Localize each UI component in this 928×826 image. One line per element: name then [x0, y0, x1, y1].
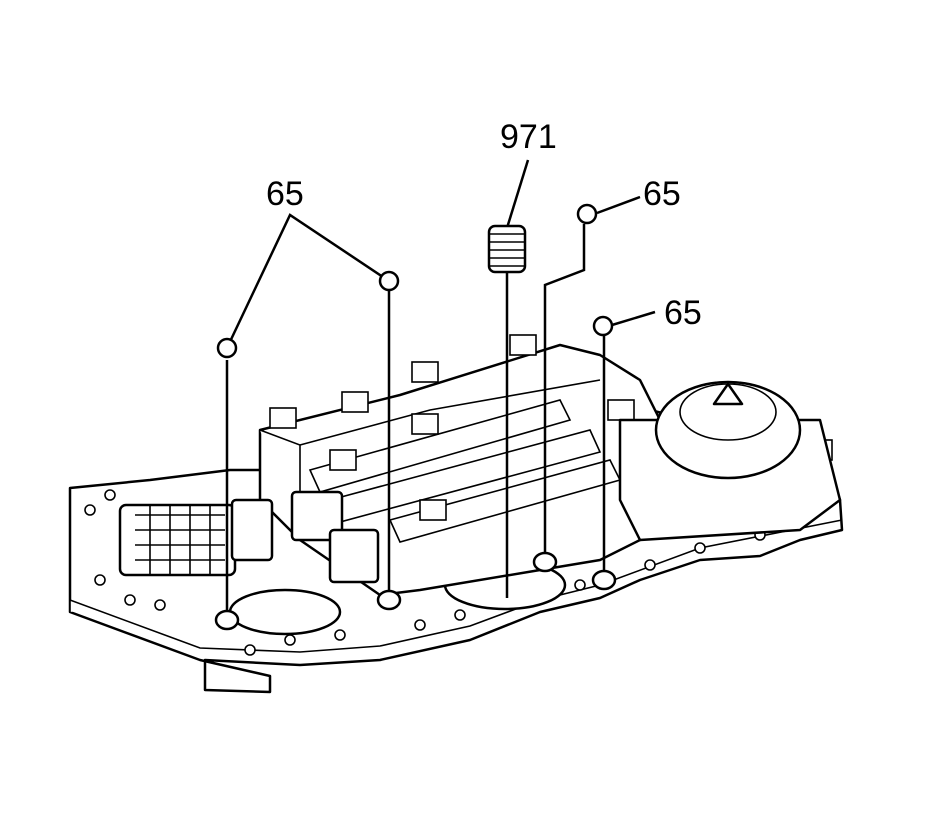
accumulator [618, 380, 842, 542]
check-balls [214, 203, 617, 631]
callout-label-971: 971 [500, 118, 557, 156]
callout-label-65-left: 65 [266, 175, 304, 213]
valve-spools [308, 399, 622, 543]
leader-lines [225, 159, 656, 618]
callout-label-65-right: 65 [664, 294, 702, 332]
solenoids [118, 490, 380, 584]
plate-holes [84, 489, 766, 656]
callout-label-65-upper-right: 65 [643, 175, 681, 213]
spring-971 [487, 224, 527, 274]
